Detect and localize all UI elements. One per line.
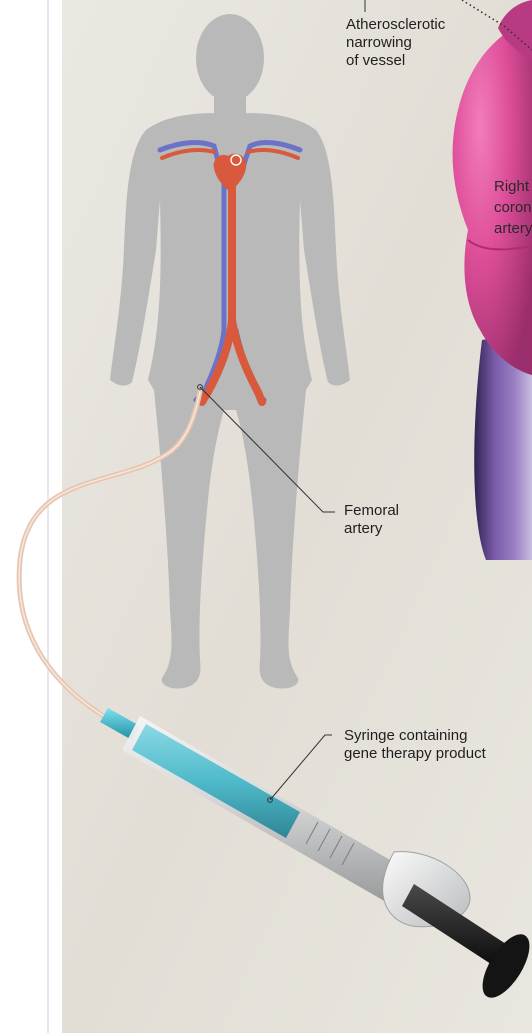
label-femoral-artery: Femoral artery bbox=[344, 502, 399, 538]
label-syringe: Syringe containing gene therapy product bbox=[344, 727, 486, 763]
label-right-coronary-artery: Right coron artery bbox=[494, 176, 532, 239]
label-atherosclerotic-narrowing: Atherosclerotic narrowing of vessel bbox=[346, 16, 445, 70]
